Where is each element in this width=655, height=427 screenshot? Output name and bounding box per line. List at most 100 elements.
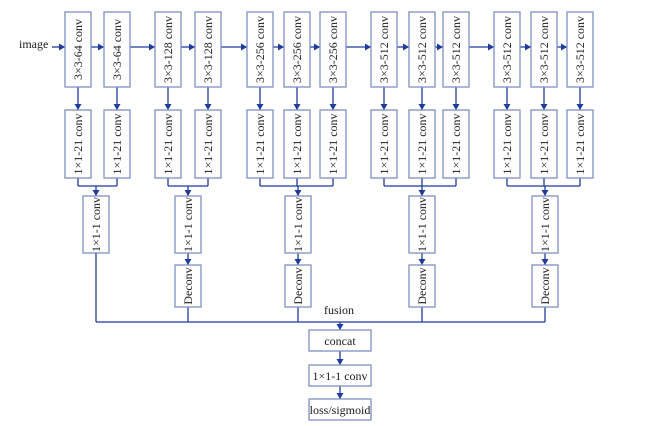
input-label: image xyxy=(19,37,48,51)
reduce-layer-s2-label: 1×1-1 conv xyxy=(181,197,195,252)
arrow-down-icon xyxy=(293,104,301,110)
arrow-right-icon xyxy=(149,43,155,51)
side-layer-s4-3: 1×1-21 conv xyxy=(442,109,470,179)
conv-layer-s2-2-border xyxy=(194,11,222,88)
conv-layer-s2-1-border xyxy=(154,11,182,88)
conv-layer-s2-2-label: 3×3-128 conv xyxy=(201,16,215,83)
arrow-down-icon xyxy=(540,104,548,110)
side-layer-s1-2: 1×1-21 conv xyxy=(103,109,131,179)
deconv-layer-s4: Deconv xyxy=(408,264,436,308)
side-layer-s5-1-border xyxy=(493,109,521,179)
conv-layer-s5-1-label: 3×3-512 conv xyxy=(500,16,514,83)
side-layer-s1-1-label: 1×1-21 conv xyxy=(71,113,85,174)
deconv-layer-s2: Deconv xyxy=(174,264,202,308)
side-layer-s1-2-border xyxy=(103,109,131,179)
arrow-right-icon xyxy=(314,43,320,51)
fusion-layer-2: 1×1-1 conv xyxy=(308,364,372,387)
conv-layer-s4-1-border xyxy=(370,11,398,88)
side-layer-s1-2-label: 1×1-21 conv xyxy=(110,113,124,174)
reduce-layer-s5-border xyxy=(531,195,559,254)
reduce-layer-s4-border xyxy=(408,195,436,254)
arrow-down-icon xyxy=(336,324,344,330)
conv-layer-s1-2-label: 3×3-64 conv xyxy=(110,19,124,80)
arrow-down-icon xyxy=(336,359,344,365)
conv-layer-s3-3-border xyxy=(319,11,347,88)
conv-layer-s2-1: 3×3-128 conv xyxy=(154,11,182,88)
deconv-layer-s2-border xyxy=(174,264,202,308)
conv-layer-s4-2: 3×3-512 conv xyxy=(408,11,436,88)
deconv-layer-s4-label: Deconv xyxy=(415,267,429,304)
conv-layer-s1-1-label: 3×3-64 conv xyxy=(71,19,85,80)
fusion-layer-3-label: loss/sigmoid xyxy=(310,403,371,417)
side-layer-s4-1-label: 1×1-21 conv xyxy=(377,113,391,174)
conv-layer-s5-1-border xyxy=(493,11,521,88)
side-layer-s4-1: 1×1-21 conv xyxy=(370,109,398,179)
arrow-down-icon xyxy=(294,259,302,265)
conv-layer-s5-2-border xyxy=(530,11,558,88)
side-layer-s2-1-label: 1×1-21 conv xyxy=(161,113,175,174)
side-layer-s1-1: 1×1-21 conv xyxy=(64,109,92,179)
conv-layer-s1-1: 3×3-64 conv xyxy=(64,11,92,88)
fusion-label: fusion xyxy=(324,303,354,317)
conv-layer-s4-2-border xyxy=(408,11,436,88)
conv-layer-s5-2: 3×3-512 conv xyxy=(530,11,558,88)
reduce-layer-s3: 1×1-1 conv xyxy=(284,195,312,254)
conv-layer-s3-3: 3×3-256 conv xyxy=(319,11,347,88)
conv-layer-s3-1: 3×3-256 conv xyxy=(246,11,274,88)
conv-layer-s4-3: 3×3-512 conv xyxy=(442,11,470,88)
deconv-layer-s3: Deconv xyxy=(284,264,312,308)
reduce-layer-s1-border xyxy=(82,195,110,254)
fusion-layer-1-label: concat xyxy=(324,334,356,348)
reduce-layer-s2-border xyxy=(174,195,202,254)
side-layer-s5-3-label: 1×1-21 conv xyxy=(573,113,587,174)
conv-layer-s4-3-border xyxy=(442,11,470,88)
conv-layer-s4-2-label: 3×3-512 conv xyxy=(415,16,429,83)
arrow-down-icon xyxy=(184,259,192,265)
conv-layer-s1-1-border xyxy=(64,11,92,88)
reduce-layer-s5: 1×1-1 conv xyxy=(531,195,559,254)
arrow-down-icon xyxy=(452,104,460,110)
deconv-layer-s5-border xyxy=(531,264,559,308)
conv-layer-s3-1-border xyxy=(246,11,274,88)
arrow-right-icon xyxy=(488,43,494,51)
side-layer-s2-2: 1×1-21 conv xyxy=(194,109,222,179)
layer-boxes: 3×3-64 conv 3×3-64 conv 1×1-21 conv 1×1-21 … xyxy=(64,11,594,421)
arrow-down-icon xyxy=(113,104,121,110)
side-layer-s2-1: 1×1-21 conv xyxy=(154,109,182,179)
side-layer-s3-1-border xyxy=(246,109,274,179)
reduce-layer-s1: 1×1-1 conv xyxy=(82,195,110,254)
deconv-layer-s2-label: Deconv xyxy=(181,267,195,304)
arrow-down-icon xyxy=(204,104,212,110)
conv-layer-s5-1: 3×3-512 conv xyxy=(493,11,521,88)
arrow-down-icon xyxy=(418,104,426,110)
arrow-right-icon xyxy=(278,43,284,51)
fusion-layer-2-border xyxy=(308,364,372,387)
side-layer-s2-2-border xyxy=(194,109,222,179)
side-layer-s5-3: 1×1-21 conv xyxy=(566,109,594,179)
arrow-right-icon xyxy=(98,43,104,51)
side-layer-s5-1: 1×1-21 conv xyxy=(493,109,521,179)
arrow-right-icon xyxy=(365,43,371,51)
reduce-layer-s2: 1×1-1 conv xyxy=(174,195,202,254)
reduce-layer-s3-border xyxy=(284,195,312,254)
reduce-layer-s4-label: 1×1-1 conv xyxy=(415,197,429,252)
arrow-down-icon xyxy=(329,104,337,110)
conv-layer-s3-1-label: 3×3-256 conv xyxy=(253,16,267,83)
side-layer-s4-2-label: 1×1-21 conv xyxy=(415,113,429,174)
deconv-layer-s4-border xyxy=(408,264,436,308)
side-layer-s5-3-border xyxy=(566,109,594,179)
side-layer-s4-2-border xyxy=(408,109,436,179)
arrow-right-icon xyxy=(189,43,195,51)
conv-layer-s2-1-label: 3×3-128 conv xyxy=(161,16,175,83)
fusion-layer-1-border xyxy=(308,329,372,352)
side-layer-s3-1-label: 1×1-21 conv xyxy=(253,113,267,174)
conv-layer-s3-2-label: 3×3-256 conv xyxy=(290,16,304,83)
reduce-layer-s5-label: 1×1-1 conv xyxy=(538,197,552,252)
fusion-layer-3: loss/sigmoid xyxy=(308,398,372,421)
arrow-down-icon xyxy=(92,190,100,196)
arrow-down-icon xyxy=(184,190,192,196)
deconv-layer-s5-label: Deconv xyxy=(538,267,552,304)
side-layer-s5-2-border xyxy=(530,109,558,179)
arrow-right-icon xyxy=(525,43,531,51)
side-layer-s4-1-border xyxy=(370,109,398,179)
